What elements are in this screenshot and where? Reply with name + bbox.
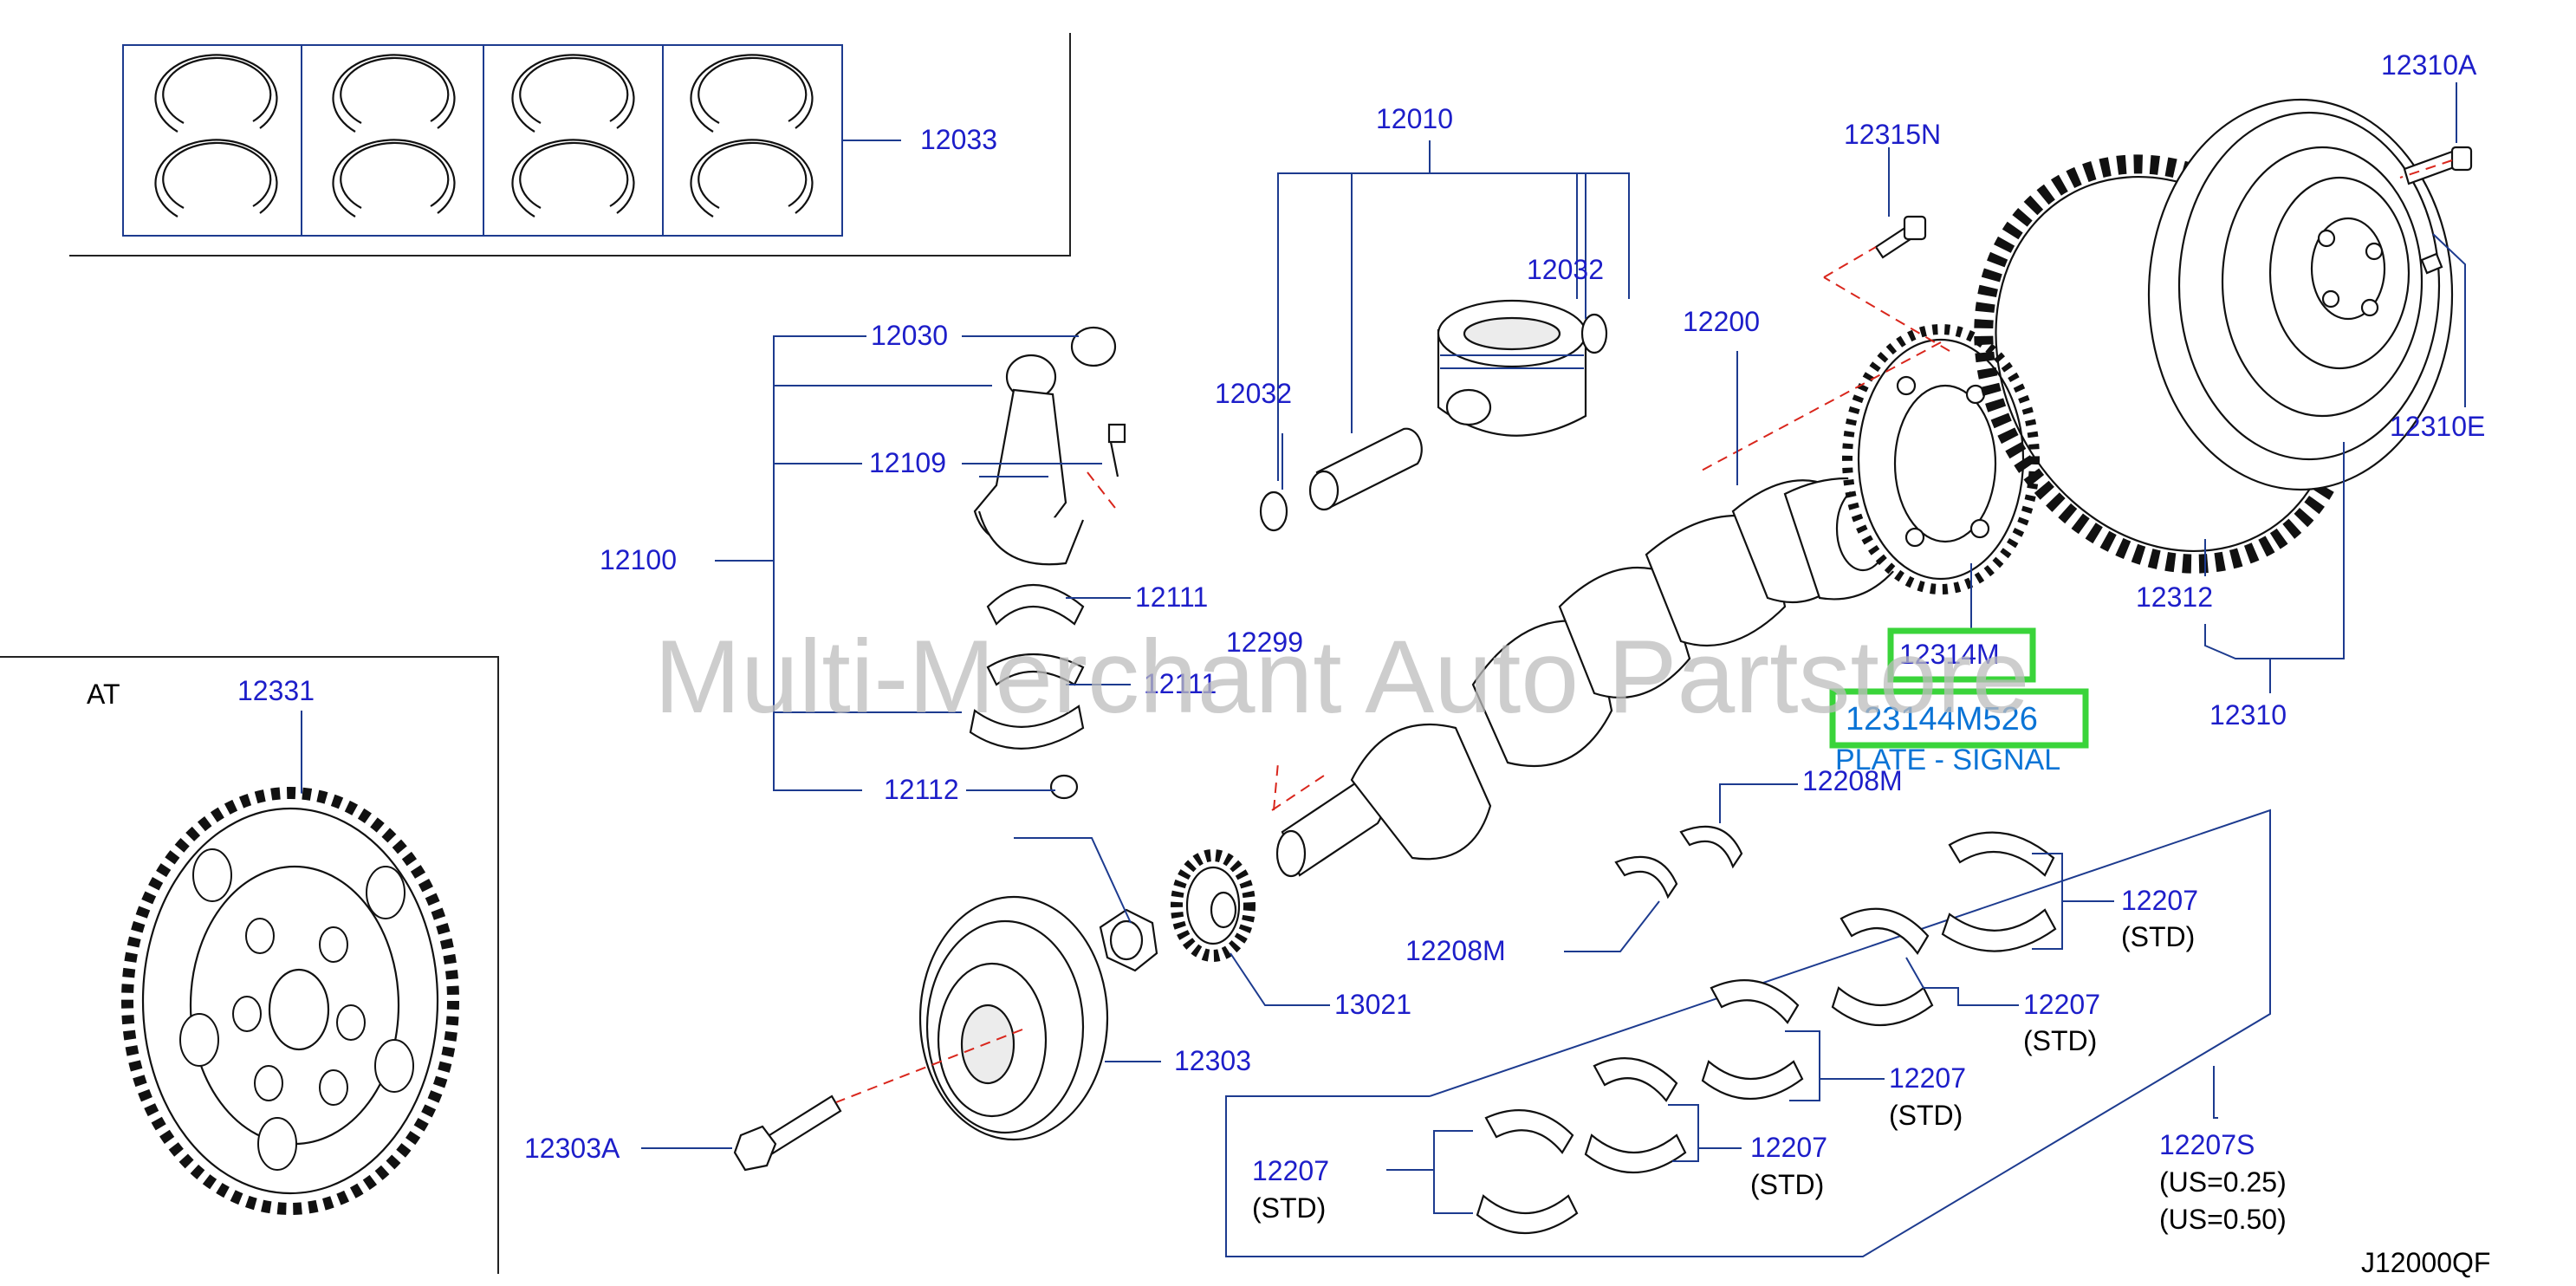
label-12111-lower[interactable]: 12111 <box>1144 668 1217 699</box>
std-label-b: (STD) <box>2023 1025 2097 1056</box>
label-12310A[interactable]: 12310A <box>2381 49 2477 81</box>
piston-pin-icon <box>1259 427 1423 532</box>
label-12033[interactable]: 12033 <box>920 124 997 155</box>
connecting-rod-icon <box>973 326 1126 566</box>
crank-pulley-bolt-icon <box>733 1094 842 1172</box>
label-12312[interactable]: 12312 <box>2136 581 2213 613</box>
std-label-a: (STD) <box>2121 921 2195 952</box>
label-12109[interactable]: 12109 <box>869 447 946 478</box>
label-12207-d[interactable]: 12207 <box>1750 1132 1827 1163</box>
label-12310[interactable]: 12310 <box>2209 699 2287 731</box>
piston-ring-set-frame <box>69 33 1071 257</box>
label-12303[interactable]: 12303 <box>1174 1045 1251 1076</box>
us025-label: (US=0.25) <box>2159 1166 2287 1198</box>
assembly-dashed-lines <box>835 159 2453 1103</box>
label-12207-e[interactable]: 12207 <box>1252 1155 1329 1186</box>
label-12111-upper[interactable]: 12111 <box>1135 581 1208 613</box>
us050-label: (US=0.50) <box>2159 1204 2287 1235</box>
label-12310E[interactable]: 12310E <box>2390 411 2485 442</box>
label-12303A[interactable]: 12303A <box>524 1133 620 1164</box>
crank-sprocket-icon <box>1171 849 1256 962</box>
rod-bearing-icons <box>969 583 1085 800</box>
label-12207-b[interactable]: 12207 <box>2023 989 2100 1020</box>
std-label-d: (STD) <box>1750 1169 1824 1200</box>
label-12032-right[interactable]: 12032 <box>1527 254 1604 285</box>
label-12207-c[interactable]: 12207 <box>1889 1062 1966 1094</box>
main-bearing-icons <box>1476 825 2057 1235</box>
highlight-part-number[interactable]: 123144M526 <box>1846 701 2038 737</box>
signal-plate-icon <box>1842 324 2040 594</box>
label-12208M-upper[interactable]: 12208M <box>1802 765 1903 796</box>
highlight-callout: 123144M526 PLATE - SIGNAL <box>1829 627 2089 776</box>
label-12207S[interactable]: 12207S <box>2159 1129 2255 1160</box>
std-label-c: (STD) <box>1889 1100 1963 1131</box>
label-12032-left[interactable]: 12032 <box>1215 378 1292 409</box>
crank-pulley-icon <box>918 895 1109 1141</box>
main-bearing-panel <box>1225 809 2271 1257</box>
label-12010[interactable]: 12010 <box>1376 103 1453 134</box>
label-12314M[interactable]: 12314M <box>1899 639 2000 670</box>
crank-nut-icon <box>1099 908 1158 972</box>
black-labels: AT (STD) (STD) (STD) (STD) (STD) (US=0.2… <box>87 679 2490 1278</box>
label-12207-a[interactable]: 12207 <box>2121 885 2198 916</box>
leader-lines <box>641 82 2466 1214</box>
label-12208M-lower[interactable]: 12208M <box>1405 935 1506 966</box>
label-13021[interactable]: 13021 <box>1334 989 1411 1020</box>
highlight-description: PLATE - SIGNAL <box>1835 744 2060 776</box>
label-12200[interactable]: 12200 <box>1683 306 1760 337</box>
label-12030[interactable]: 12030 <box>871 320 948 351</box>
drive-plate-icon <box>121 787 459 1215</box>
part-labels[interactable]: 12033 12010 12310A 12315N 12032 12030 12… <box>237 49 2485 1186</box>
std-label-e: (STD) <box>1252 1192 1326 1224</box>
piston-ring-icons <box>154 54 814 218</box>
at-section-label: AT <box>87 679 120 710</box>
label-12331[interactable]: 12331 <box>237 675 315 706</box>
crankshaft-icon <box>1275 477 1908 878</box>
label-12299[interactable]: 12299 <box>1226 627 1303 658</box>
watermark: Multi-Merchant Auto Partstore <box>654 619 2029 735</box>
diagram-code: J12000QF <box>2361 1247 2490 1278</box>
piston-icon <box>1437 299 1608 437</box>
label-12112[interactable]: 12112 <box>884 774 959 805</box>
flywheel-bolt-icon <box>1874 215 1927 259</box>
label-12100[interactable]: 12100 <box>600 544 677 575</box>
label-12315N[interactable]: 12315N <box>1844 119 1941 150</box>
flywheel-icon <box>2147 98 2473 491</box>
